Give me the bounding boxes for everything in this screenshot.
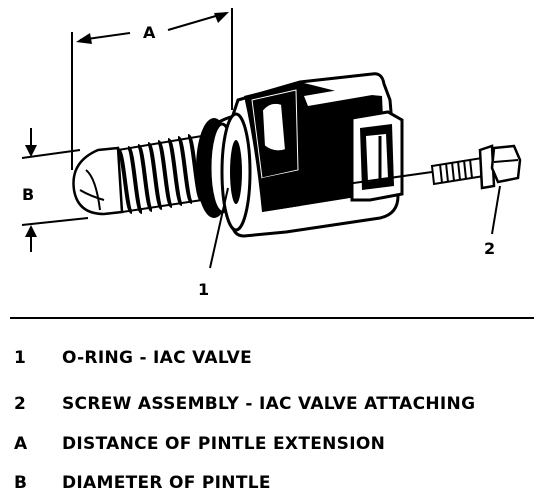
dimension-a-label: A xyxy=(143,23,156,42)
leader-lines xyxy=(209,185,501,269)
legend-key: B xyxy=(14,473,28,493)
divider xyxy=(10,317,534,319)
connector xyxy=(350,110,404,202)
pintle-tip xyxy=(72,146,124,216)
legend-text: DISTANCE OF PINTLE EXTENSION xyxy=(62,434,386,454)
iac-valve-diagram: A B xyxy=(21,8,522,299)
legend-text: DIAMETER OF PINTLE xyxy=(62,473,271,493)
screw-assembly xyxy=(289,144,522,193)
legend-key: A xyxy=(14,434,28,454)
legend-key: 2 xyxy=(14,394,27,414)
legend-key: 1 xyxy=(14,348,27,368)
dimension-b xyxy=(21,128,89,252)
pintle-spring xyxy=(116,134,204,214)
legend-text: SCREW ASSEMBLY - IAC VALVE ATTACHING xyxy=(62,394,476,414)
dimension-b-label: B xyxy=(22,185,34,204)
dimension-a xyxy=(71,8,233,170)
legend-text: O-RING - IAC VALVE xyxy=(62,348,253,368)
callout-1: 1 xyxy=(198,280,209,299)
callout-2: 2 xyxy=(484,239,495,258)
